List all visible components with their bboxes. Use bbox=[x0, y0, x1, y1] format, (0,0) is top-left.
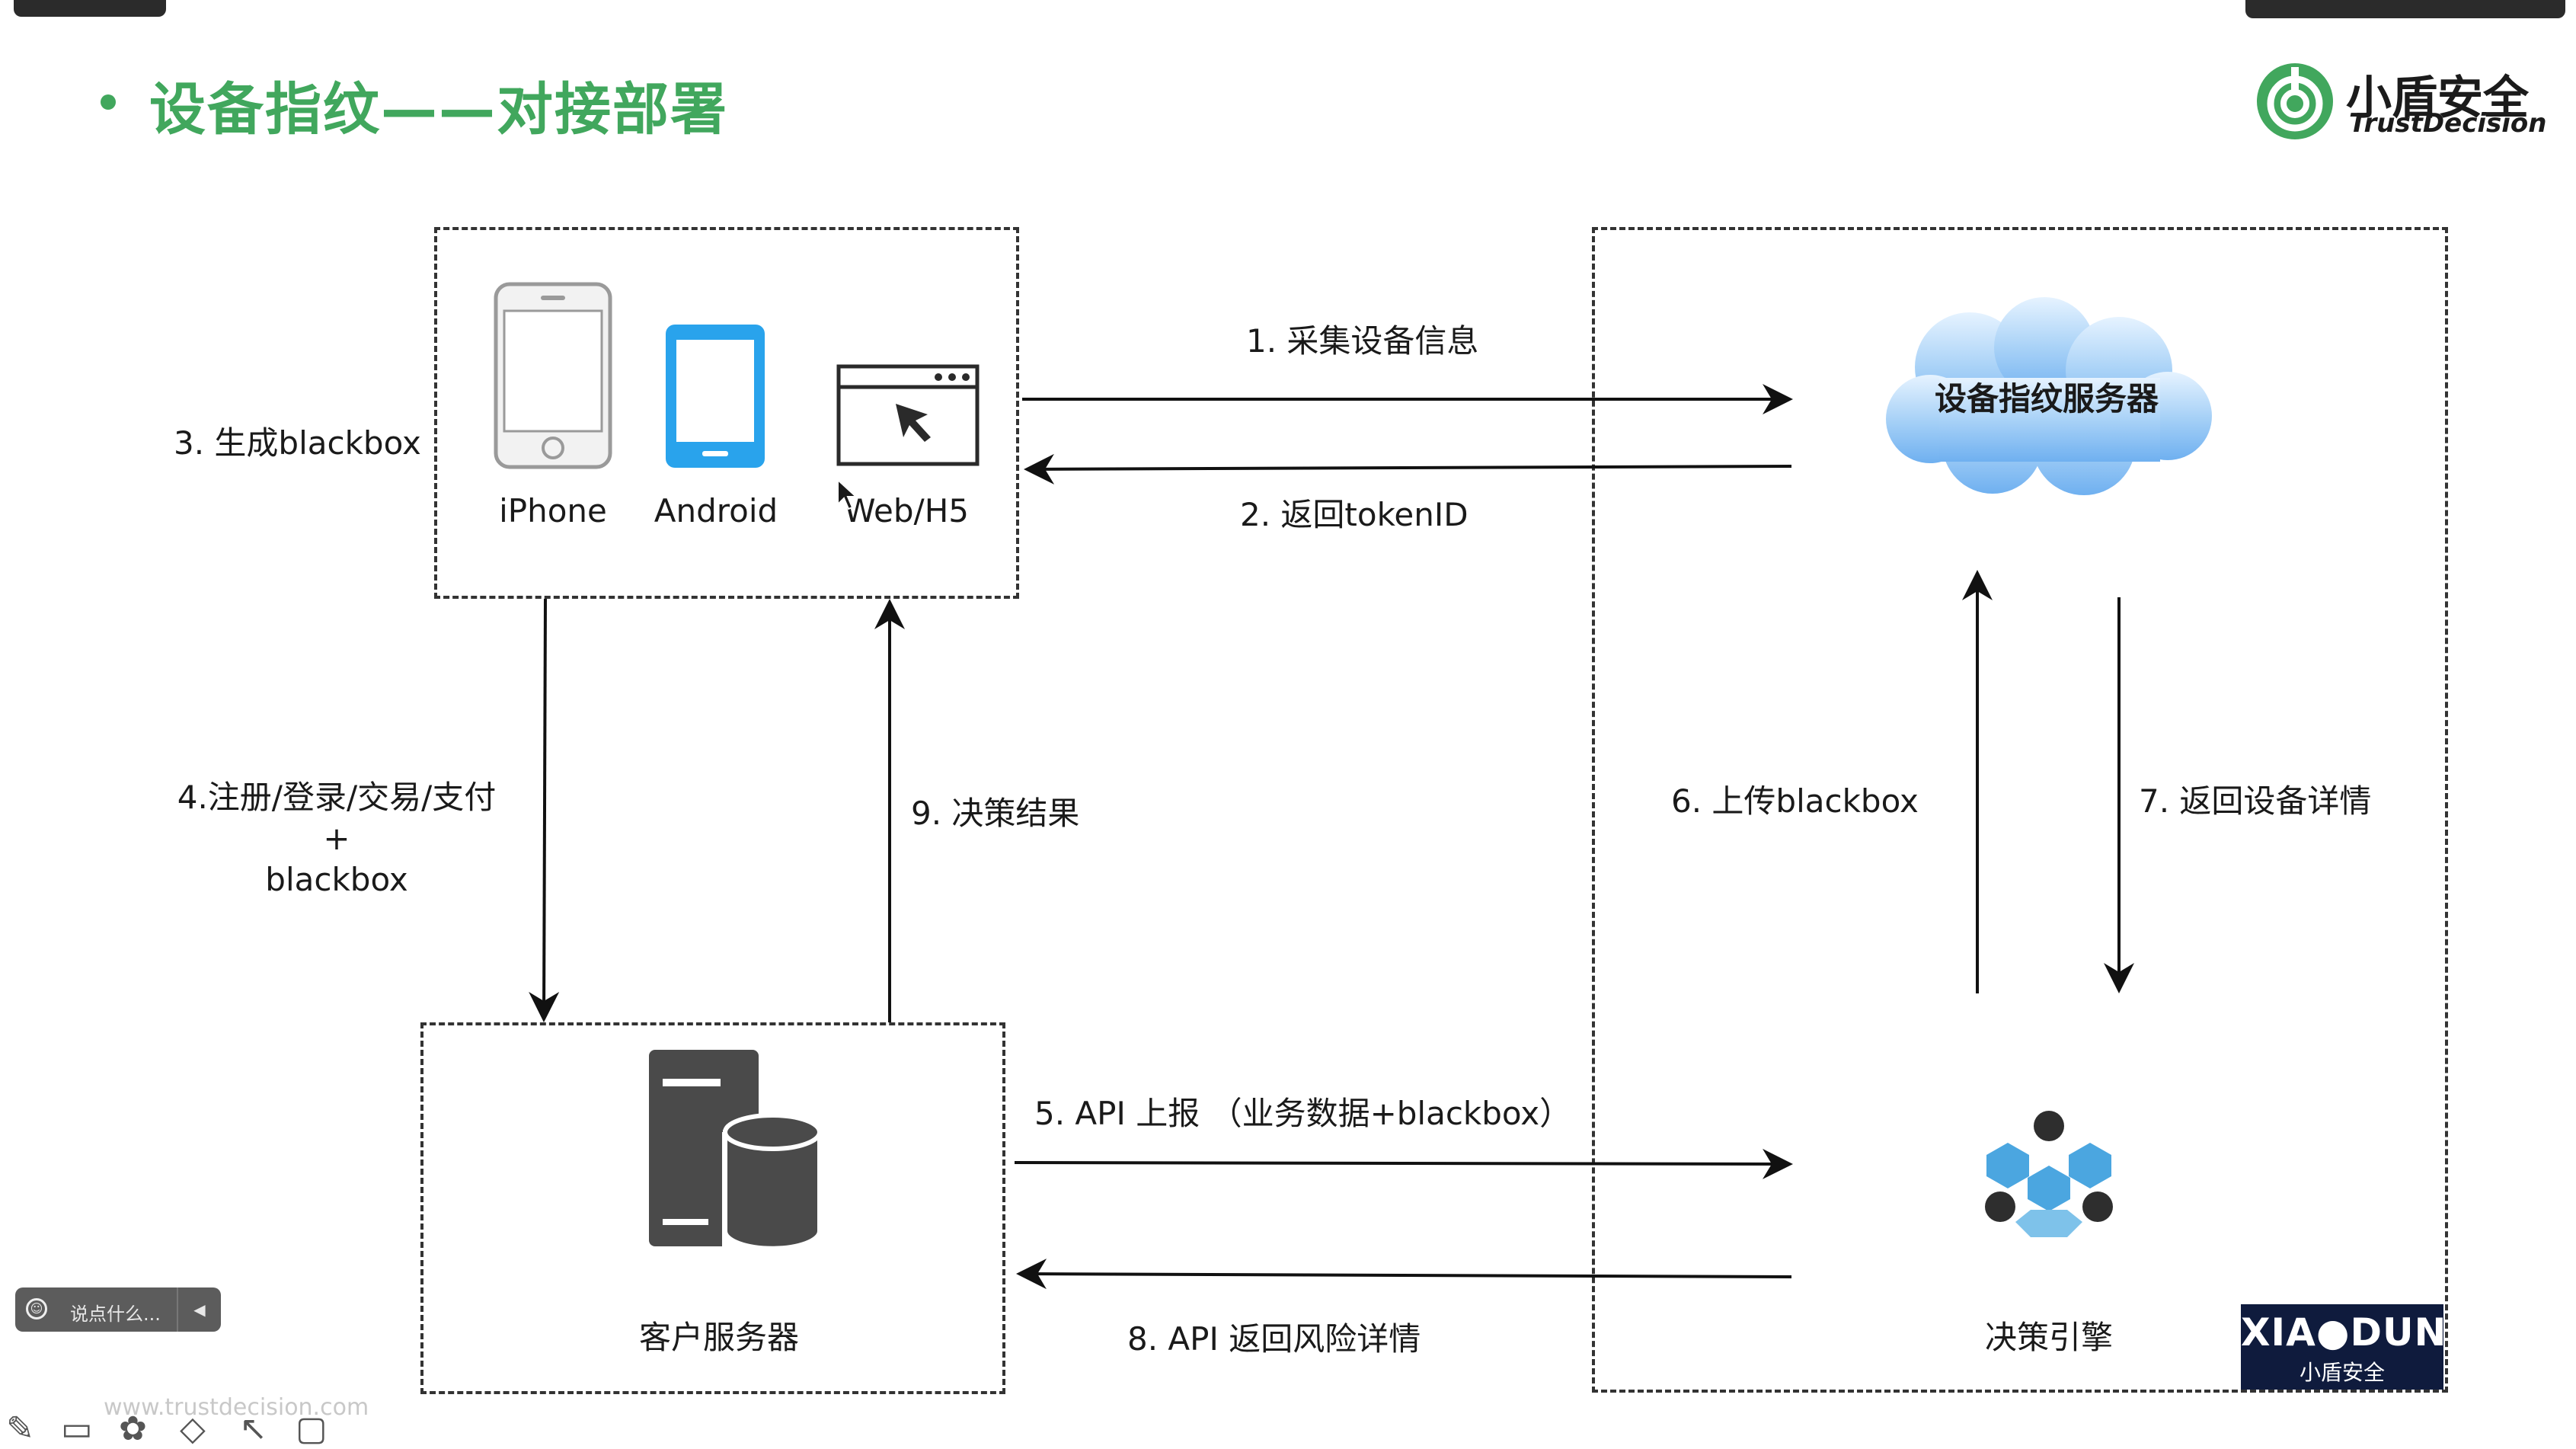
step-3-label: 3. 生成blackbox bbox=[174, 424, 421, 462]
customer-server-box bbox=[420, 1022, 1005, 1394]
logo-english-text: TrustDecision bbox=[2349, 108, 2547, 139]
xiaodun-badge-cn: 小盾安全 bbox=[2299, 1360, 2385, 1385]
step-4-line-2: + bbox=[323, 820, 350, 857]
trustdecision-platform-box bbox=[1592, 227, 2448, 1393]
top-bar-right[interactable] bbox=[2245, 0, 2565, 18]
window-icon[interactable]: ▭ bbox=[61, 1409, 93, 1448]
step-1-label: 1. 采集设备信息 bbox=[1246, 322, 1479, 360]
web-h5-label: Web/H5 bbox=[843, 492, 970, 529]
chat-placeholder: 说点什么... bbox=[70, 1303, 161, 1325]
step-2-label: 2. 返回tokenID bbox=[1240, 496, 1469, 533]
android-label: Android bbox=[654, 492, 778, 529]
pointer-icon[interactable]: ↖ bbox=[239, 1409, 267, 1448]
step-9-label: 9. 决策结果 bbox=[911, 795, 1080, 832]
fingerprint-server-label: 设备指纹服务器 bbox=[1934, 380, 2159, 417]
eraser-icon[interactable]: ◇ bbox=[180, 1409, 206, 1448]
customer-server-label: 客户服务器 bbox=[638, 1319, 799, 1356]
xiaodun-badge-en: XIA●DUN bbox=[2241, 1310, 2447, 1355]
client-devices-box bbox=[434, 227, 1019, 599]
arrow-api-report bbox=[1014, 1148, 1793, 1179]
arrow-api-return-risk bbox=[1016, 1259, 1792, 1290]
emoji-icon[interactable]: ☺ bbox=[26, 1298, 47, 1319]
xiaodun-badge: XIA●DUN 小盾安全 bbox=[2241, 1304, 2447, 1390]
arrow-register-login bbox=[529, 598, 560, 1022]
collapse-arrow-icon[interactable]: ◀ bbox=[177, 1287, 221, 1332]
iphone-label: iPhone bbox=[499, 492, 607, 529]
step-8-label: 8. API 返回风险详情 bbox=[1127, 1320, 1421, 1358]
logo-chinese-text: 小盾安全 bbox=[2346, 72, 2529, 125]
page-title: 设备指纹——对接部署 bbox=[149, 77, 728, 142]
iphone-icon bbox=[494, 282, 612, 469]
pencil-icon[interactable]: ✎ bbox=[6, 1409, 34, 1448]
browser-window-icon bbox=[836, 364, 980, 466]
step-7-label: 7. 返回设备详情 bbox=[2139, 782, 2372, 820]
cloud-icon bbox=[1886, 297, 2212, 495]
server-database-icon bbox=[649, 1050, 822, 1251]
chat-input[interactable]: ☺ 说点什么... ◀ bbox=[15, 1287, 221, 1332]
arrow-return-tokenid bbox=[1024, 453, 1792, 485]
step-4-label: 4.注册/登录/交易/支付 + blackbox bbox=[152, 777, 521, 900]
step-5-label: 5. API 上报 （业务数据+blackbox） bbox=[1034, 1095, 1572, 1132]
title-bullet bbox=[101, 94, 116, 110]
palette-icon[interactable]: ✿ bbox=[119, 1409, 147, 1448]
top-bar-left[interactable] bbox=[14, 0, 166, 17]
trustdecision-logo-icon bbox=[2257, 63, 2333, 139]
decision-engine-label: 决策引擎 bbox=[1984, 1319, 2113, 1356]
screen-share-icon[interactable]: ▢ bbox=[296, 1409, 328, 1448]
android-phone-icon bbox=[666, 325, 765, 468]
step-4-line-1: 4.注册/登录/交易/支付 bbox=[177, 779, 497, 816]
watermark: www.trustdecision.com bbox=[104, 1394, 369, 1421]
step-6-label: 6. 上传blackbox bbox=[1671, 782, 1919, 820]
step-4-line-3: blackbox bbox=[265, 861, 408, 898]
mouse-cursor-icon bbox=[837, 478, 858, 510]
decision-engine-icon bbox=[1985, 1111, 2113, 1237]
